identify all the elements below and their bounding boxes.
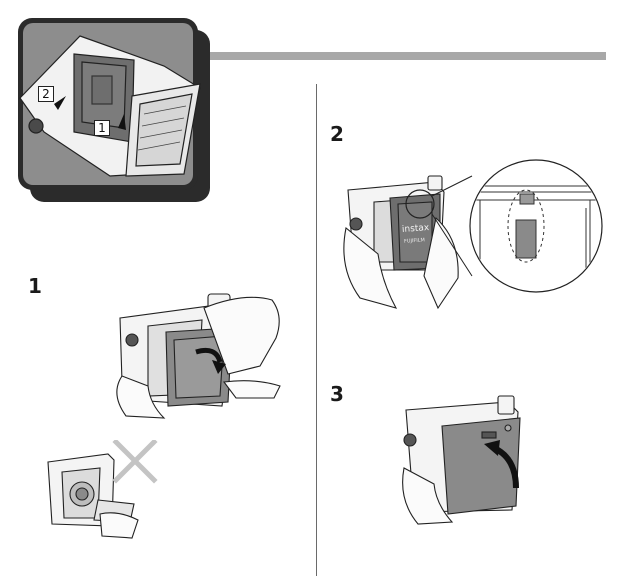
step-3-number: 3 <box>330 382 344 406</box>
thumbnail-callout-2: 2 <box>38 86 54 102</box>
step-1-number: 1 <box>28 274 42 298</box>
arrow-down-icon <box>54 96 66 110</box>
step-2-number: 2 <box>330 122 344 146</box>
step-1-illustration <box>104 282 290 420</box>
step-1-wrong-illustration <box>42 440 170 544</box>
thumbnail-illustration <box>18 18 210 202</box>
step-2-cartridge-brand: instax <box>401 223 430 235</box>
step-2-illustration: instax FUJIFILM <box>340 158 608 328</box>
column-divider <box>316 84 317 576</box>
thumbnail-callout-1: 1 <box>94 120 110 136</box>
step-3-illustration <box>400 388 542 526</box>
header-thumbnail: 2 1 <box>14 14 214 204</box>
cross-icon <box>112 440 158 484</box>
header-rule <box>200 52 606 60</box>
curved-arrow-icon <box>195 347 223 363</box>
magnifier-circle-icon <box>469 159 603 293</box>
